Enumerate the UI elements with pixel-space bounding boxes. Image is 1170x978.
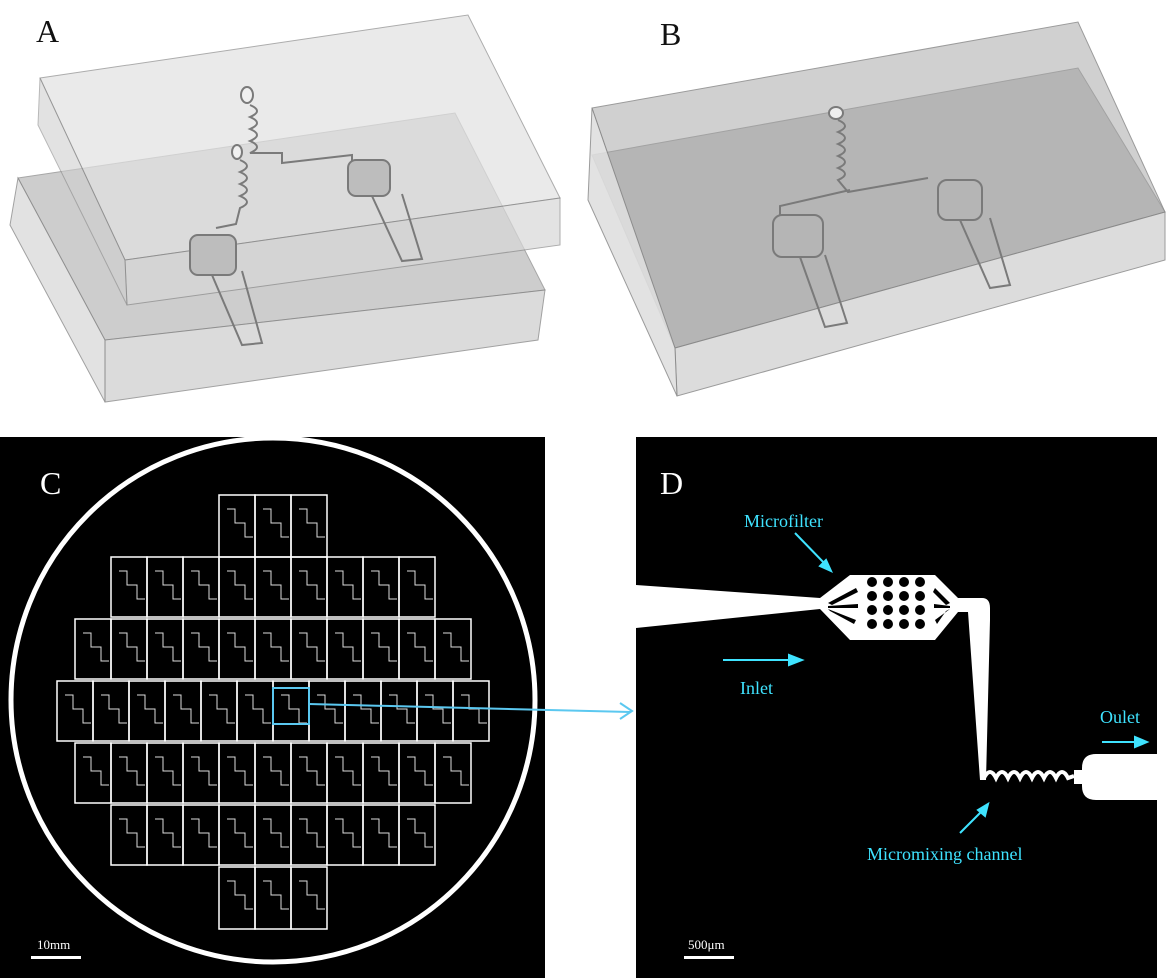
wafer-chip-channel [119,818,145,848]
wafer-chip-channel [263,508,289,538]
wafer-chip-cell [398,556,436,618]
panel-a-illustration [9,14,561,403]
micromixing-label: Micromixing channel [867,844,1022,864]
microfilter-posts [828,577,950,629]
panel-d-scale-label: 500μm [688,937,725,952]
wafer-chip-channel [299,570,325,600]
wafer-chip-channel [299,508,325,538]
wafer-chip-channel [389,694,415,724]
wafer-chip-channel [263,570,289,600]
panel-d-letter: D [660,465,683,501]
panel-d-scale-bar [684,956,734,959]
wafer-chip-channel [371,632,397,662]
wafer-chip-channel [335,756,361,786]
wafer-chip-channel [407,632,433,662]
wafer-chip-channel [335,570,361,600]
wafer-chip-cell [398,804,436,866]
wafer-chip-channel [263,818,289,848]
annotation-arrows [723,532,1150,834]
filter-to-mixer-channel [958,598,990,780]
wafer-chip-channel [407,818,433,848]
bottom-block-left-face [9,176,106,403]
wafer-chip-channel [263,756,289,786]
wafer-chip-channel [65,694,91,724]
inlet-label: Inlet [740,678,773,698]
wafer-chip-channel [443,756,469,786]
wafer-chip-cell [434,742,472,804]
wafer-chip-channel [335,632,361,662]
wafer-chip-channel [83,756,109,786]
wafer-chip-channel [263,880,289,910]
wafer-chip-channel [353,694,379,724]
wafer-outline [8,435,538,965]
panel-a-channels [189,86,424,347]
wafer-chip-channel [425,694,451,724]
wafer-chip-channel [299,818,325,848]
wafer-chip-channel [191,818,217,848]
top-block-left-face [37,77,128,306]
outlet-label: Oulet [1100,707,1140,727]
wafer-chip-channel [245,694,271,724]
wafer-chip-channel [227,508,253,538]
microfilter-pointer-arrow [794,532,828,567]
wafer-chip-channel [137,694,163,724]
wafer-chip-channel [407,570,433,600]
wafer-chip-channel [443,632,469,662]
panel-b-illustration [587,21,1166,397]
wafer-chip-channel [101,694,127,724]
panel-d-background [636,437,1157,978]
wafer-chip-channel [227,818,253,848]
wafer-chip-channel [335,818,361,848]
wafer-chip-channel [119,570,145,600]
wafer-chip-channel [173,694,199,724]
wafer-chip-channel [407,756,433,786]
panel-c-scale-label: 10mm [37,937,70,952]
wafer-chip-channel [371,570,397,600]
panel-b-channels [772,106,1012,329]
b-block-left-face [587,107,678,397]
wafer-chip-channel [371,756,397,786]
panel-a-letter: A [36,13,59,49]
wafer-chip-channel [299,632,325,662]
wafer-chip-cell [434,618,472,680]
wafer-chip-channel [191,570,217,600]
wafer-chip-channel [155,756,181,786]
wafer-chip-channel [299,880,325,910]
wafer-chip-channel [227,756,253,786]
wafer-chip-channel [155,632,181,662]
wafer-chip-channel [227,632,253,662]
wafer-chip-channel [227,880,253,910]
panel-c-scale-bar [31,956,81,959]
panel-b-letter: B [660,16,681,52]
wafer-chip-channel [191,632,217,662]
wafer-chip-channel [317,694,343,724]
wafer-chip-channel [83,632,109,662]
outlet-port [1074,754,1157,800]
wafer-chip-channel [155,818,181,848]
micromixing-channel [982,770,1075,783]
wafer-chip-channel [371,818,397,848]
inlet-channel [636,585,820,628]
wafer-chip-channel [209,694,235,724]
selected-chip-highlight [272,687,310,725]
panel-c-letter: C [40,465,61,501]
microfilter-label: Microfilter [744,511,823,531]
wafer-chip-channel [155,570,181,600]
wafer-chip-cell [452,680,490,742]
wafer-chip-channel [191,756,217,786]
wafer-chip-cell [290,866,328,930]
wafer-notch [271,448,275,456]
wafer-chip-channel [227,570,253,600]
micromixing-pointer-arrow [959,809,984,834]
zoom-connector-line [308,703,631,713]
wafer-chip-channel [263,632,289,662]
wafer-chip-channel [119,632,145,662]
wafer-chip-channel [299,756,325,786]
zoom-connector-arrowhead [619,702,634,720]
wafer-chip-channel [119,756,145,786]
